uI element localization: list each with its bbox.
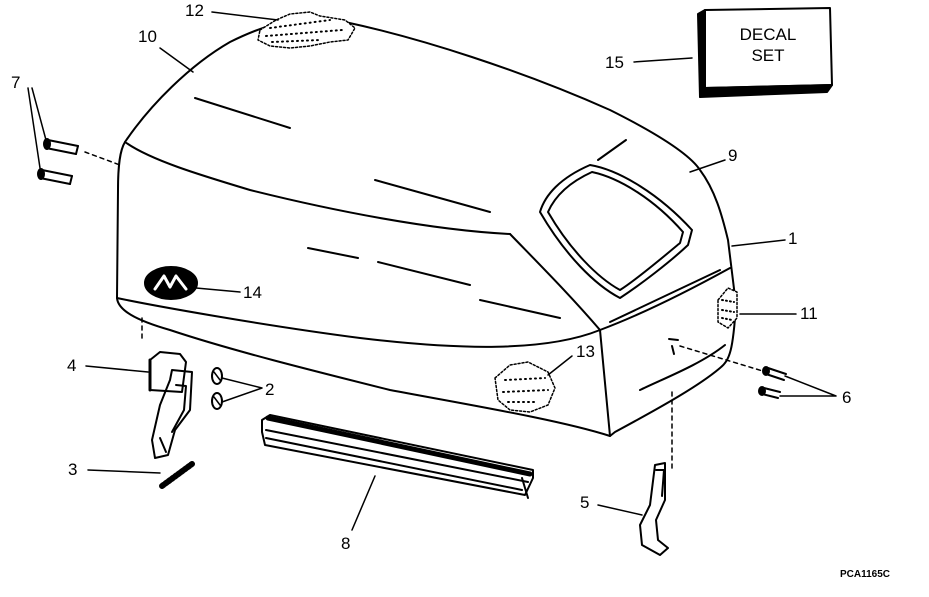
callout-10: 10 — [138, 27, 157, 46]
callout-11: 11 — [800, 304, 818, 323]
decal-set-line1: DECAL — [739, 25, 797, 44]
latch-part-4 — [141, 317, 193, 459]
emblem-part-14 — [144, 266, 198, 300]
screw-part-6 — [679, 345, 787, 399]
callout-2: 2 — [265, 380, 275, 399]
decal-set-box — [697, 7, 833, 98]
drawing-code: PCA1165C — [840, 569, 891, 580]
callout-15: 15 — [605, 53, 624, 72]
spring-part-3 — [159, 461, 195, 489]
callout-8: 8 — [341, 534, 351, 553]
callout-1: 1 — [788, 229, 798, 248]
callout-7: 7 — [11, 73, 21, 92]
callout-12: 12 — [185, 1, 204, 20]
decal-patch-13 — [494, 361, 556, 413]
decal-set-label: DECAL SET — [706, 24, 830, 66]
callout-14: 14 — [243, 283, 262, 302]
callout-3: 3 — [68, 460, 78, 479]
callout-5: 5 — [580, 493, 590, 512]
screw-part-7 — [37, 138, 121, 185]
engine-cover — [116, 17, 737, 437]
decal-patch-11 — [717, 287, 738, 329]
callout-9: 9 — [728, 146, 738, 165]
decal-patch-12 — [257, 11, 356, 49]
leader-lines — [27, 11, 837, 531]
callout-6: 6 — [842, 388, 852, 407]
decal-set-line2: SET — [751, 46, 785, 65]
callout-4: 4 — [67, 356, 77, 375]
callout-13: 13 — [576, 342, 595, 361]
washer-part-2 — [211, 367, 223, 410]
seal-strip-part-8 — [261, 414, 534, 499]
bracket-part-5 — [639, 391, 673, 556]
